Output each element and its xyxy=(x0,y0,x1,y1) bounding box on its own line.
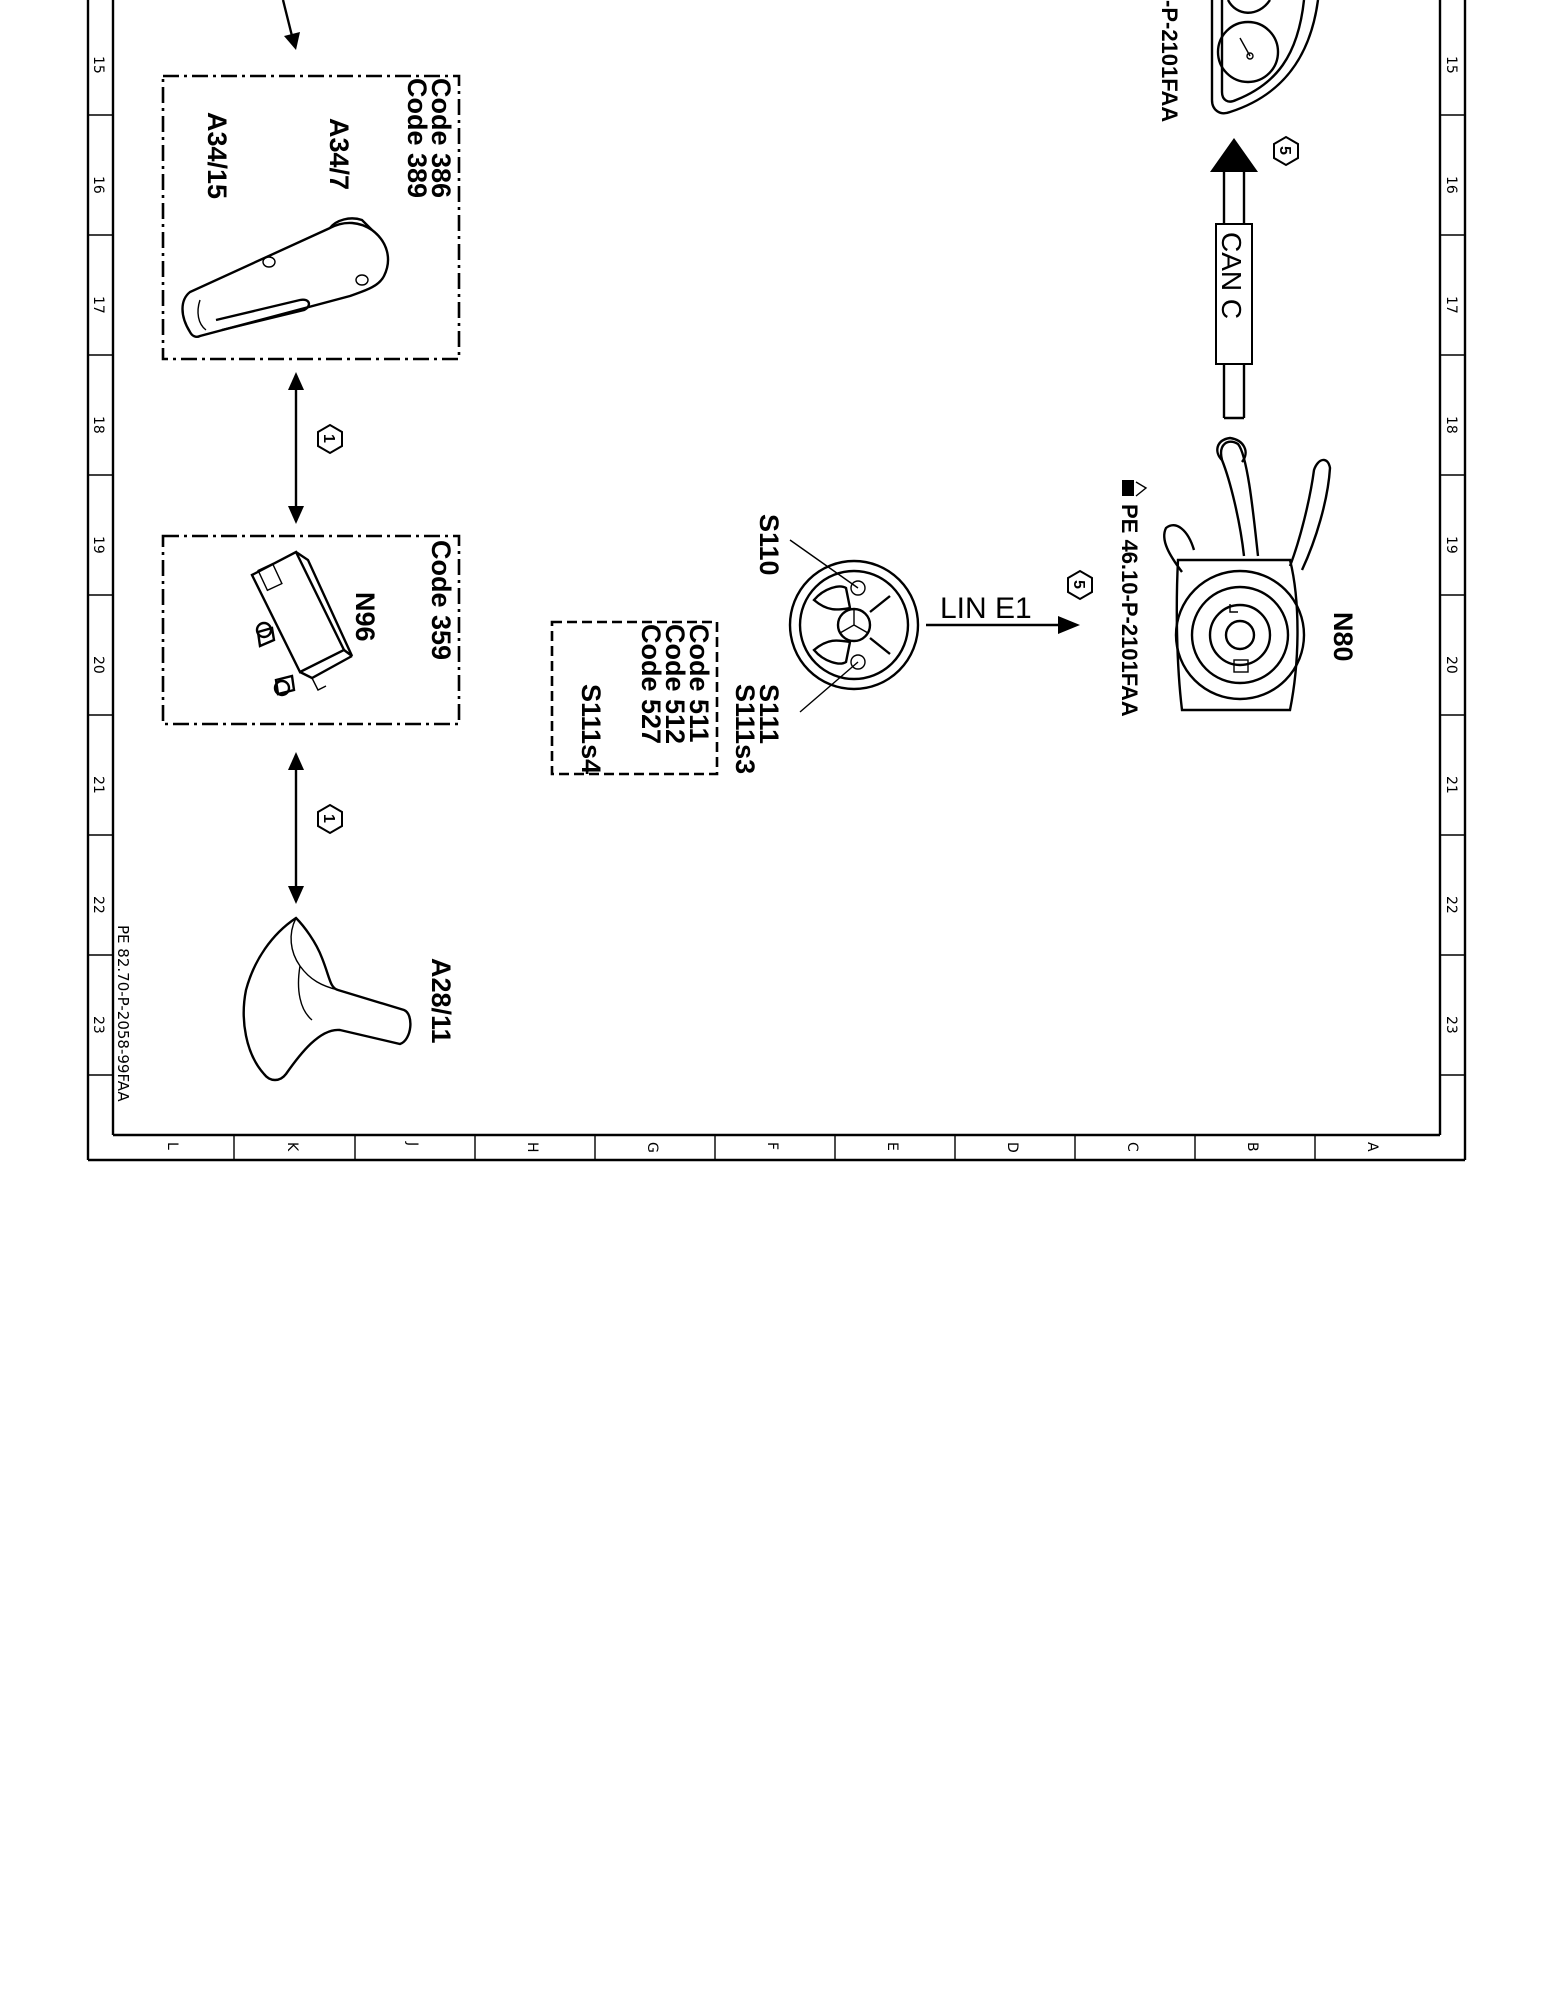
grid-row-label: B xyxy=(1244,1142,1260,1152)
grid-row-labels: L K J H G F E D C B A xyxy=(164,1141,1380,1153)
grid-col-label: 21 xyxy=(90,776,106,794)
lin-badge: 5 xyxy=(1070,580,1087,589)
s110-label: S110 xyxy=(754,514,784,576)
grid-row-label: J xyxy=(404,1141,420,1146)
document-reference-icon xyxy=(1122,480,1148,497)
a34-group: Code 386 Code 389 A34/7 A34/15 xyxy=(161,74,461,361)
s111-code-3: Code 527 xyxy=(636,624,666,744)
grid-row-label: C xyxy=(1124,1142,1140,1152)
s111s4-label: S111s4 xyxy=(576,684,606,774)
grid-col-label: 22 xyxy=(90,896,106,914)
grid-col-label: 23 xyxy=(1443,1016,1459,1034)
drawing-id: PE 82.70-P-2058-99FAA xyxy=(114,925,132,1102)
grid-ticks xyxy=(88,114,1465,1160)
instrument-cluster: -P-2101FAA xyxy=(1157,0,1320,122)
grid-col-label: 21 xyxy=(1443,776,1459,794)
can-c-link: CAN C 5 xyxy=(1210,135,1299,420)
s111-code-1: Code 511 xyxy=(684,624,714,743)
grid-col-label: 16 xyxy=(1443,176,1459,194)
n80-component: N80 PE 46.10-P-2101FAA xyxy=(1117,436,1358,717)
grid-row-label: A xyxy=(1364,1142,1380,1152)
s111-code-group: Code 511 Code 512 Code 527 S111s4 xyxy=(550,620,719,776)
n96-component-icon xyxy=(250,550,354,697)
grid-col-label: 20 xyxy=(90,656,106,674)
bus-link-2: 1 xyxy=(288,752,343,904)
grid-row-label: F xyxy=(764,1142,780,1150)
grid-col-label: 19 xyxy=(90,536,106,554)
n80-label: N80 xyxy=(1328,612,1358,662)
grid-col-label: 17 xyxy=(1443,296,1459,314)
arrow-into-a34 xyxy=(281,0,300,50)
grid-col-label: 20 xyxy=(1443,656,1459,674)
n96-code: Code 359 xyxy=(426,540,456,660)
can-badge: 5 xyxy=(1276,146,1293,155)
a28-label: A28/11 xyxy=(426,958,456,1044)
grid-row-label: L xyxy=(164,1142,180,1150)
a34-7-label: A34/7 xyxy=(324,118,354,190)
grid-col-label: 18 xyxy=(1443,416,1459,434)
grid-row-label: D xyxy=(1004,1142,1020,1153)
grid-column-labels-left: 15 16 17 18 19 20 21 22 23 xyxy=(90,56,106,1034)
n96-label: N96 xyxy=(350,592,380,642)
s111-label: S111 xyxy=(754,684,784,744)
bus-badge-1: 1 xyxy=(320,434,337,443)
grid-col-label: 18 xyxy=(90,416,106,434)
grid-col-label: 17 xyxy=(90,296,106,314)
grid-col-label: 23 xyxy=(90,1016,106,1034)
lin-e1-link: LIN E1 5 xyxy=(926,569,1093,634)
s111s3-label: S111s3 xyxy=(730,684,760,774)
bus-link-1: 1 xyxy=(288,372,343,524)
bus-badge-2: 1 xyxy=(320,814,337,823)
grid-column-labels-right: 15 16 17 18 19 20 21 22 23 xyxy=(1443,56,1459,1034)
lin-e1-label: LIN E1 xyxy=(940,592,1032,625)
grid-col-label: 15 xyxy=(90,56,106,74)
a34-code-2: Code 389 xyxy=(402,78,432,198)
grid-col-label: 16 xyxy=(90,176,106,194)
grid-col-label: 19 xyxy=(1443,536,1459,554)
grid-row-label: K xyxy=(284,1142,300,1152)
grid-col-label: 22 xyxy=(1443,896,1459,914)
grid-col-label: 15 xyxy=(1443,56,1459,74)
grid-row-label: E xyxy=(884,1142,900,1151)
n80-component-icon xyxy=(1163,436,1332,712)
cluster-reference: -P-2101FAA xyxy=(1157,0,1182,122)
a34-code-1: Code 386 xyxy=(426,78,456,198)
grid-row-label: G xyxy=(644,1142,660,1153)
a28-component-icon xyxy=(242,916,412,1082)
grid-row-label: H xyxy=(524,1142,540,1153)
a34-15-label: A34/15 xyxy=(202,112,232,199)
sheet-frame xyxy=(86,0,1467,1162)
can-c-label: CAN C xyxy=(1216,232,1247,319)
steering-wheel-icon xyxy=(788,539,920,713)
s111-code-2: Code 512 xyxy=(660,624,690,744)
n80-reference: PE 46.10-P-2101FAA xyxy=(1117,504,1142,717)
n96-group: Code 359 N96 xyxy=(161,534,461,726)
a28-component: A28/11 xyxy=(242,916,456,1082)
a34-component-icon xyxy=(181,217,390,338)
